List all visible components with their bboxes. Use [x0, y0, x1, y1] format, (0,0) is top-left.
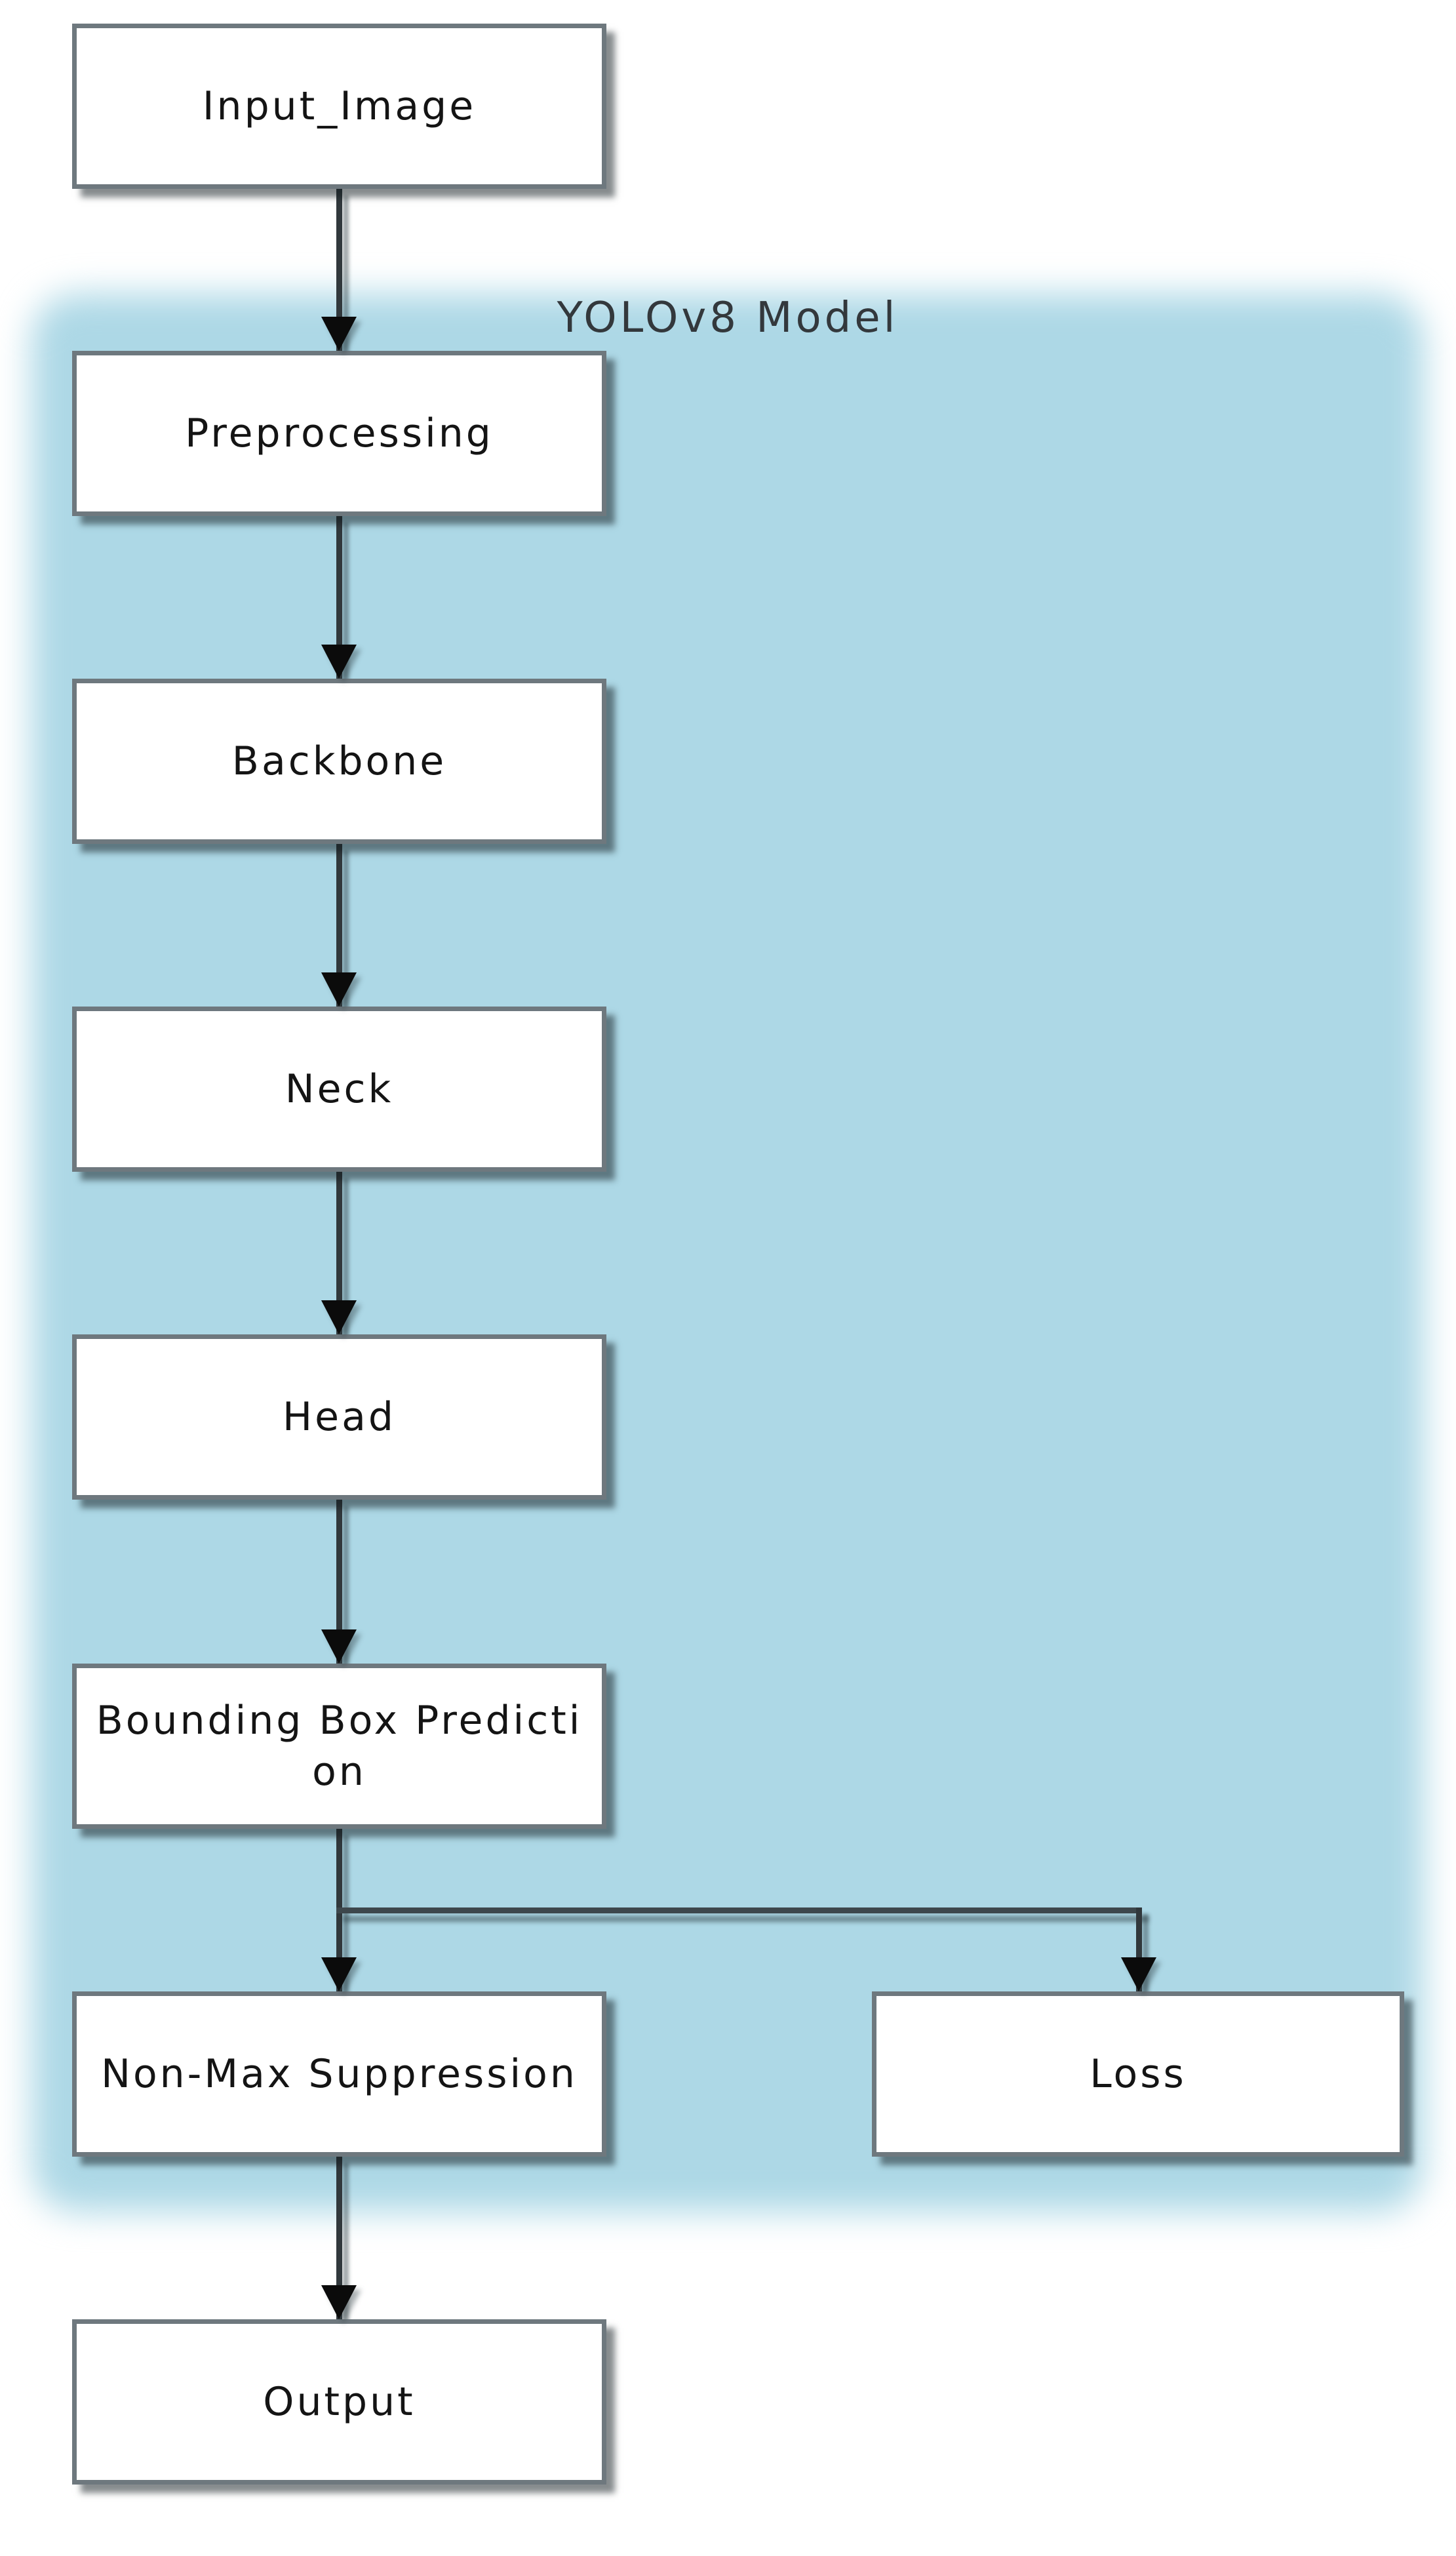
connector-preprocessing-to-backbone — [336, 516, 342, 679]
connector-backbone-to-neck — [336, 844, 342, 1007]
node-label: Backbone — [231, 738, 447, 784]
arrow-down-icon — [321, 2285, 357, 2319]
node-label: Output — [263, 2379, 416, 2425]
connector-input-to-preprocessing — [336, 189, 342, 351]
connector-neck-to-head — [336, 1172, 342, 1334]
arrow-down-icon — [321, 1300, 357, 1334]
node-bounding-box-prediction: Bounding Box Predicti on — [72, 1664, 606, 1829]
arrow-down-icon — [321, 972, 357, 1007]
connector-branch-to-loss-vertical — [1136, 1907, 1142, 1991]
node-label-line2: on — [312, 1749, 366, 1795]
connector-nms-to-output — [336, 2157, 342, 2319]
yolov8-model-container — [31, 294, 1424, 2212]
node-label: Head — [283, 1394, 396, 1440]
node-input-image: Input_Image — [72, 24, 606, 189]
connector-branch-to-loss-horizontal — [336, 1907, 1142, 1913]
node-preprocessing: Preprocessing — [72, 351, 606, 516]
arrow-down-icon — [321, 1957, 357, 1991]
node-label: Loss — [1090, 2051, 1187, 2097]
node-label: Input_Image — [202, 83, 477, 129]
node-label: Non-Max Suppression — [101, 2051, 578, 2097]
node-non-max-suppression: Non-Max Suppression — [72, 1991, 606, 2157]
arrow-down-icon — [1121, 1957, 1156, 1991]
node-label: Neck — [285, 1066, 394, 1112]
arrow-down-icon — [321, 1629, 357, 1664]
node-backbone: Backbone — [72, 679, 606, 844]
node-label: Preprocessing — [185, 410, 494, 456]
arrow-down-icon — [321, 645, 357, 679]
node-output: Output — [72, 2319, 606, 2485]
node-loss: Loss — [872, 1991, 1404, 2157]
container-title: YOLOv8 Model — [557, 294, 899, 342]
connector-head-to-bbox — [336, 1500, 342, 1664]
node-head: Head — [72, 1334, 606, 1500]
node-label-line1: Bounding Box Predicti — [96, 1698, 583, 1744]
arrow-down-icon — [321, 317, 357, 351]
node-neck: Neck — [72, 1007, 606, 1172]
